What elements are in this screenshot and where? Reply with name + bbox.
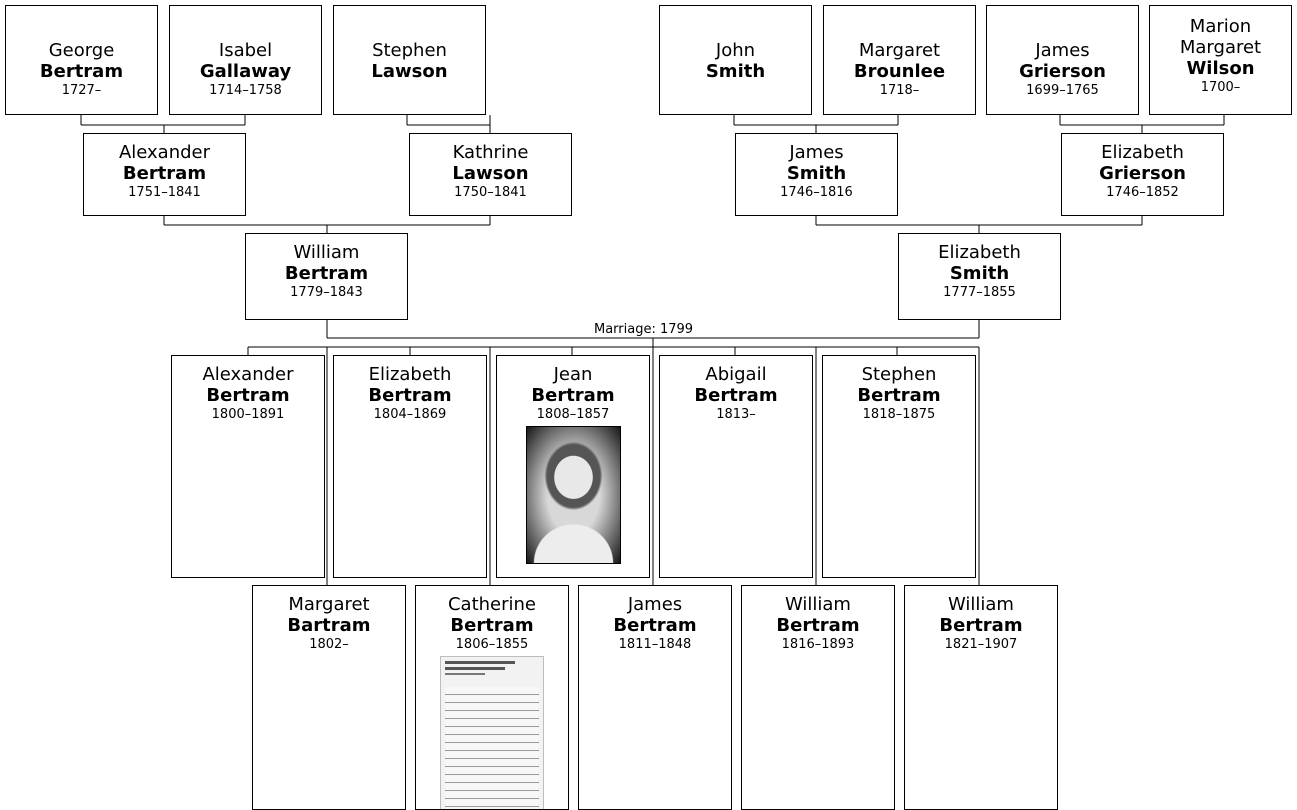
person-dates: 1818–1875 [862, 407, 936, 422]
person-surname: Bertram [368, 385, 452, 406]
person-surname: Brounlee [853, 61, 946, 82]
person-dates: 1714–1758 [209, 83, 282, 98]
person-first-name: James [627, 594, 683, 615]
person-surname: Bertram [450, 615, 534, 636]
person-surname: Bertram [857, 385, 941, 406]
person-first-name: William [948, 594, 1014, 615]
person-surname: Bertram [531, 385, 615, 406]
person-first-name: Isabel [218, 40, 273, 61]
person-surname: Lawson [371, 61, 448, 82]
person-surname: Bartram [287, 615, 371, 636]
person-first-name: William [293, 242, 360, 263]
person-surname: Lawson [452, 163, 529, 184]
person-surname: Bertram [694, 385, 778, 406]
person-first-name: John [715, 40, 756, 61]
person-surname: Wilson [1186, 58, 1255, 79]
person-dates: 1808–1857 [536, 407, 610, 422]
person-surname: Bertram [39, 61, 124, 82]
person-first-name: Abigail [705, 364, 767, 385]
person-dates: 1750–1841 [454, 185, 527, 200]
person-first-name: Stephen [372, 40, 447, 61]
person-first-name: William [785, 594, 851, 615]
person-surname: Bertram [939, 615, 1023, 636]
person-surname: Bertram [613, 615, 697, 636]
person-dates: 1727– [61, 83, 102, 98]
person-dates: 1746–1816 [780, 185, 853, 200]
person-first-name: Alexander [118, 142, 211, 163]
person-surname: Bertram [776, 615, 860, 636]
person-surname: Smith [705, 61, 766, 82]
person-first-name: James [1035, 40, 1090, 61]
person-first-name: Elizabeth [938, 242, 1021, 263]
person-dates: 1811–1848 [618, 637, 692, 652]
person-dates: 1806–1855 [455, 637, 529, 652]
person-first-name: Elizabeth [368, 364, 452, 385]
person-dates: 1699–1765 [1026, 83, 1099, 98]
person-surname: Bertram [206, 385, 290, 406]
person-dates: 1816–1893 [781, 637, 855, 652]
person-dates: 1800–1891 [211, 407, 285, 422]
person-surname: Bertram [284, 263, 369, 284]
person-surname: Smith [949, 263, 1010, 284]
portrait-photo[interactable] [525, 426, 621, 564]
person-first-name: Margaret [288, 594, 370, 615]
person-surname: Gallaway [199, 61, 292, 82]
person-first-name: George [48, 40, 115, 61]
person-first-name: James [789, 142, 844, 163]
person-first-name: Elizabeth [1101, 142, 1184, 163]
marriage-label: Marriage: 1799 [592, 322, 696, 337]
person-first-name: Alexander [202, 364, 294, 385]
person-dates: 1821–1907 [944, 637, 1018, 652]
person-dates: 1700– [1200, 80, 1241, 95]
person-dates: 1802– [309, 637, 349, 652]
person-first-name: Margaret [858, 40, 941, 61]
person-dates: 1777–1855 [943, 285, 1016, 300]
document-scan[interactable] [440, 656, 544, 809]
person-first-name: Stephen [861, 364, 937, 385]
person-first-name: Kathrine [452, 142, 529, 163]
person-dates: 1779–1843 [290, 285, 363, 300]
person-dates: 1804–1869 [373, 407, 447, 422]
person-surname: Smith [786, 163, 847, 184]
person-dates: 1813– [716, 407, 756, 422]
person-surname: Grierson [1099, 163, 1186, 184]
person-first-name: Marion Margaret [1179, 16, 1262, 58]
person-first-name: Catherine [447, 594, 537, 615]
person-first-name: Jean [553, 364, 593, 385]
person-dates: 1746–1852 [1106, 185, 1179, 200]
person-dates: 1718– [879, 83, 920, 98]
person-surname: Grierson [1019, 61, 1106, 82]
person-surname: Bertram [122, 163, 207, 184]
person-dates: 1751–1841 [128, 185, 201, 200]
